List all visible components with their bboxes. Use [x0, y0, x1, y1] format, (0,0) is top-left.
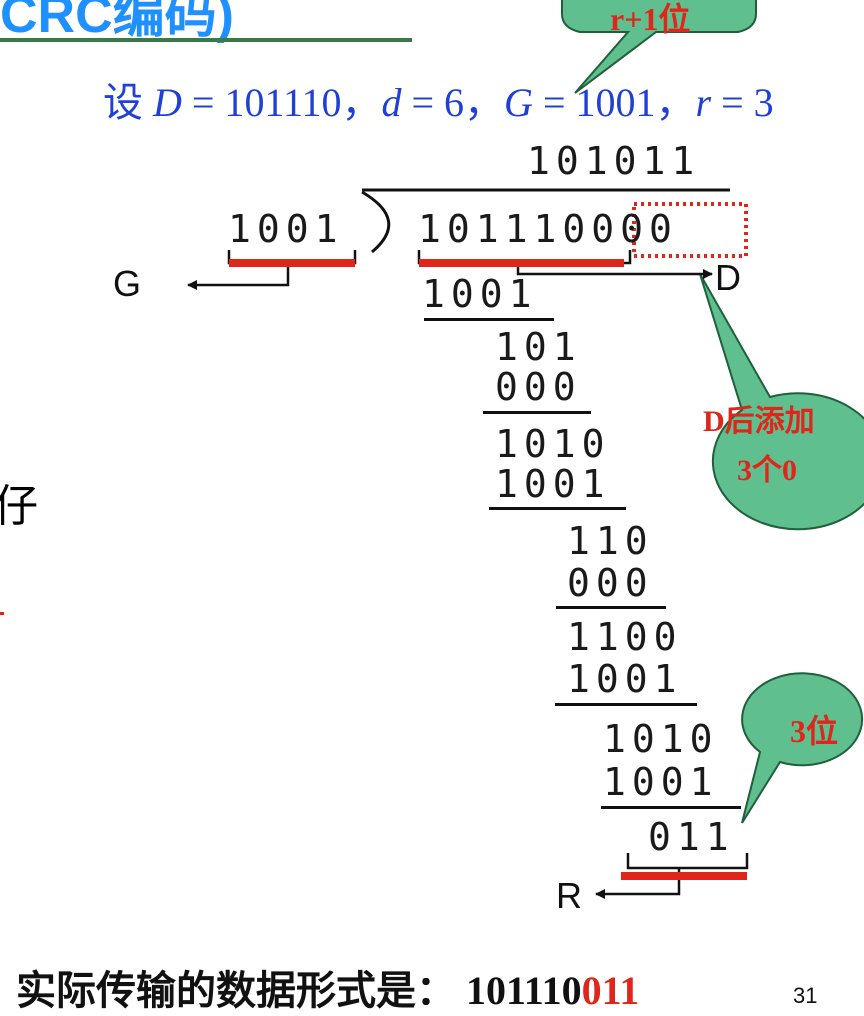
label-r: R	[556, 875, 582, 916]
parameters-line: 设 D = 101110，d = 6，G = 1001，r = 3	[103, 80, 774, 125]
callout-append-zeros	[699, 273, 864, 531]
param-D: 101110	[224, 80, 342, 125]
callout-append-zeros-line2: 3个0	[737, 454, 797, 487]
step-value: 000	[567, 561, 654, 605]
param-G: 1001	[575, 80, 656, 125]
step-value: 1010	[603, 717, 719, 761]
step-value: 1010	[495, 422, 611, 466]
label-d: D	[715, 257, 741, 298]
step-rule	[489, 507, 626, 510]
step-value: 000	[495, 365, 582, 409]
callout-three-bits-text: 3位	[790, 713, 839, 749]
label-g: G	[113, 263, 142, 304]
step-rule	[555, 703, 697, 706]
param-r: 3	[753, 80, 774, 125]
step-value: 1001	[603, 760, 719, 804]
callout-r-plus-1-text: r+1位	[610, 1, 691, 37]
page-number: 31	[793, 983, 818, 1008]
title-underline	[0, 38, 412, 42]
divisor-red-bar	[229, 259, 355, 267]
remainder-red-bar	[621, 872, 747, 880]
step-rule	[556, 606, 666, 609]
step-rule	[483, 411, 591, 414]
footer-data-black: 101110	[466, 968, 582, 1013]
side-text-fragment: 仔	[0, 482, 38, 531]
callout-three-bits	[741, 672, 864, 824]
dividend: 101110000	[418, 207, 678, 251]
side-red-mark	[0, 612, 4, 615]
remainder: 011	[648, 815, 735, 859]
footer-line: 实际传输的数据形式是： 101110011	[16, 958, 639, 1016]
g-arrow	[187, 250, 357, 290]
divisor: 1001	[228, 207, 344, 251]
division-bracket	[361, 188, 730, 254]
slide-title: CRC编码)	[0, 0, 234, 44]
step-rule	[601, 806, 741, 809]
step-value: 101	[495, 325, 582, 369]
step-value: 1001	[495, 462, 611, 506]
step-rule	[424, 318, 554, 321]
step-value: 110	[567, 519, 654, 563]
footer-data-red: 011	[581, 968, 640, 1013]
step-value: 1100	[567, 615, 683, 659]
param-d: 6	[444, 80, 465, 125]
callout-append-zeros-line1: D后添加	[703, 405, 815, 438]
callout-r-plus-1	[561, 0, 757, 94]
step-value: 1001	[567, 657, 683, 701]
quotient: 101011	[527, 139, 701, 183]
footer-text: 实际传输的数据形式是：	[16, 968, 456, 1013]
step-value: 1001	[422, 272, 538, 316]
data-red-bar	[419, 259, 624, 267]
appended-zeros-box	[632, 202, 748, 258]
